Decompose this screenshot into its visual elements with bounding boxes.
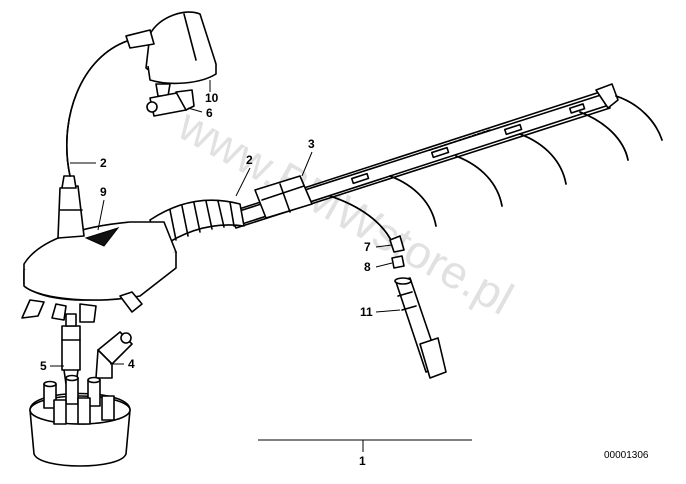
part-3-ignition-rail [229,83,619,229]
callout-8: 8 [364,260,371,274]
spark-plug-leads [329,95,663,243]
callout-2-coil-lead: 2 [100,156,107,170]
part-10-coil-cap [125,11,217,97]
part-5-suppressor-connector [61,313,81,385]
part-2-coil-lead [66,39,131,177]
leader-lines [50,80,472,452]
callout-9: 9 [100,185,107,199]
callout-10: 10 [205,91,219,105]
diagram-reference-code: 00001306 [604,450,649,461]
part-9-distributor-cover [21,175,245,323]
callout-11: 11 [360,305,373,319]
part-6-plug-connector [146,89,195,117]
callout-1: 1 [359,454,366,468]
callout-4: 4 [128,357,135,371]
callout-2-rail-lead: 2 [246,153,253,167]
callout-7: 7 [364,240,371,254]
part-7-clip [389,235,405,253]
part-11-plug-connector [394,277,447,379]
part-4-angled-connector [95,331,133,379]
callout-3: 3 [308,137,315,151]
callout-5: 5 [40,359,47,373]
part-8-washer [391,255,405,269]
distributor-cap [29,374,131,467]
callout-6: 6 [206,106,213,120]
